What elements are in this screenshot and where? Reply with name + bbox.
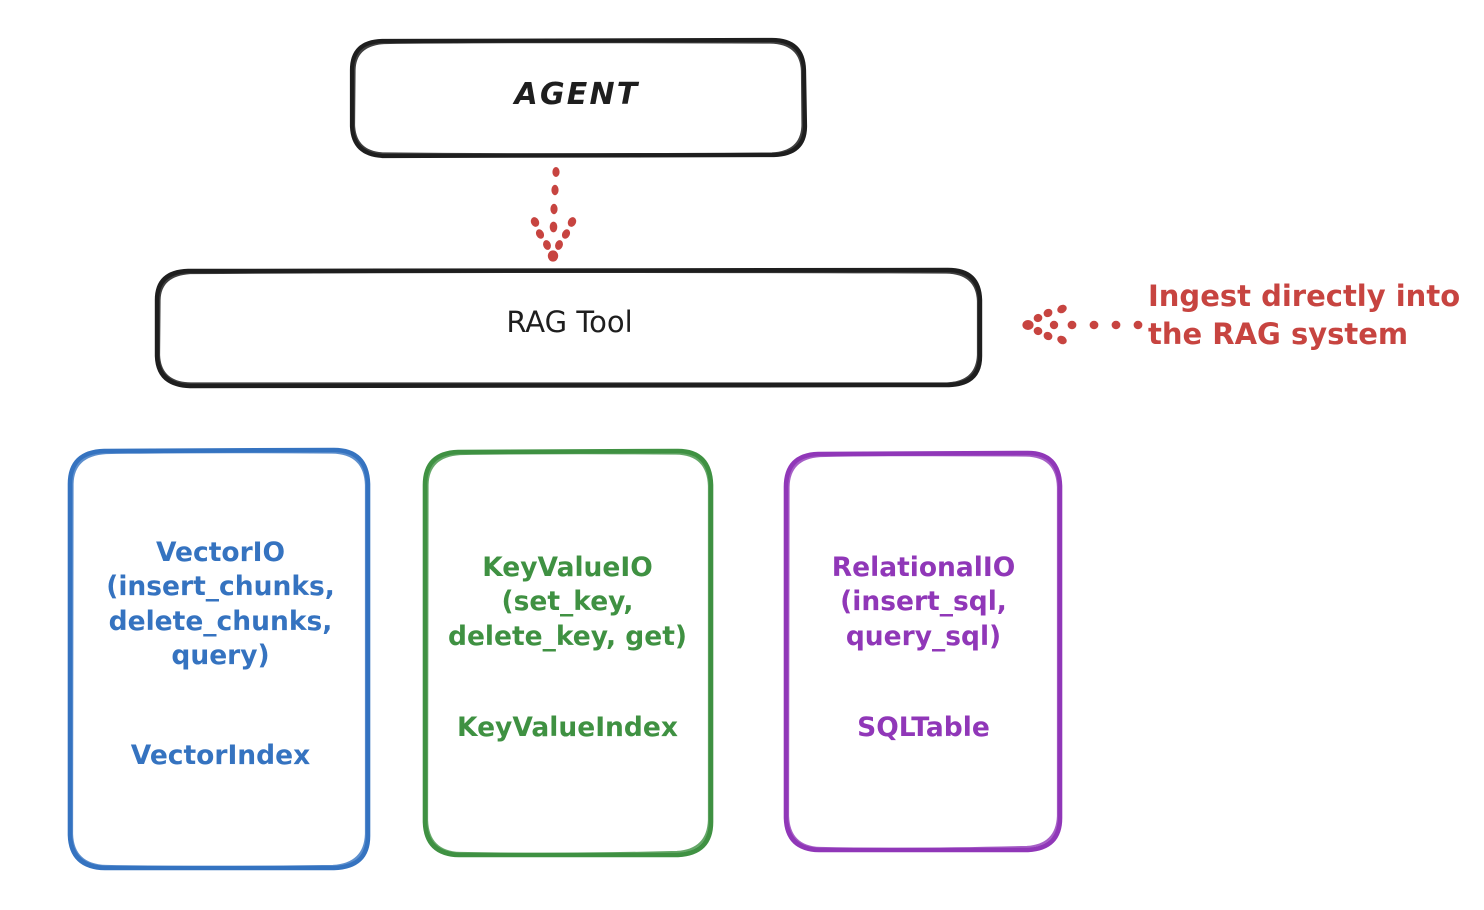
relational-io-box-outline	[783, 450, 1063, 853]
connector-note-to-rag-tool	[1022, 304, 1143, 345]
vector-io-box[interactable]	[67, 447, 371, 871]
agent-box-outline	[349, 37, 808, 159]
key-value-io-box[interactable]	[422, 448, 714, 858]
key-value-io-ops-label: KeyValueIO (set_key, delete_key, get)	[447, 552, 687, 652]
vector-io-box-outline-sketch	[70, 451, 368, 869]
key-value-index-label: KeyValueIndex	[457, 712, 678, 743]
vector-io-ops-label: VectorIO (insert_chunks, delete_chunks, …	[106, 537, 335, 672]
key-value-io-box-outline-sketch	[425, 452, 711, 855]
relational-io-box-outline-sketch	[786, 454, 1060, 850]
vector-index-label: VectorIndex	[130, 740, 311, 771]
agent-box[interactable]	[349, 37, 808, 159]
relational-io-ops-label: RelationalIO (insert_sql, query_sql)	[831, 552, 1016, 652]
sql-table-label: SQLTable	[857, 712, 990, 743]
ingest-annotation-text: Ingest directly into the RAG system	[1148, 279, 1461, 351]
rag-tool-box[interactable]	[154, 267, 983, 389]
rag-tool-box-outline	[154, 267, 983, 389]
key-value-io-box-outline	[422, 448, 714, 858]
rag-tool-box-outline-sketch	[157, 270, 980, 386]
connector-agent-to-rag-tool	[530, 167, 577, 262]
relational-io-box[interactable]	[783, 450, 1063, 853]
agent-box-outline-sketch	[352, 41, 804, 156]
vector-io-box-outline	[67, 447, 371, 871]
